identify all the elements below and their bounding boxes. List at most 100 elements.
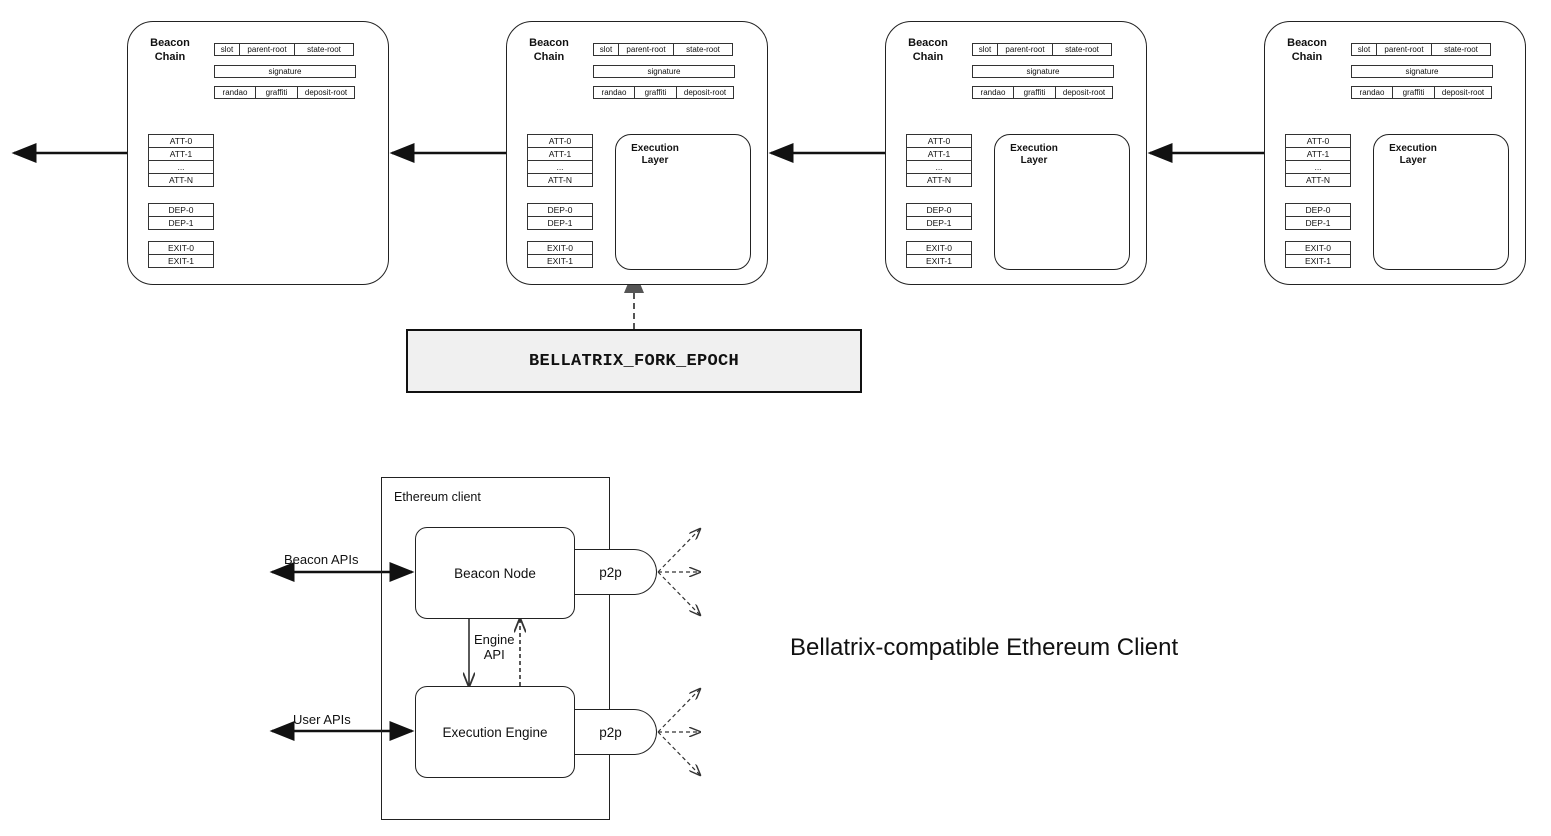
attestation-item: ATT-1 xyxy=(906,147,972,161)
header-row-1: slot parent-root state-root xyxy=(972,43,1112,56)
attestation-item: ATT-0 xyxy=(1285,134,1351,148)
attestation-item: ATT-1 xyxy=(1285,147,1351,161)
caption: Bellatrix-compatible Ethereum Client xyxy=(790,634,1179,661)
header-row-3: randao graffiti deposit-root xyxy=(972,86,1113,99)
exit-item: EXIT-0 xyxy=(527,241,593,255)
attestation-item: ATT-1 xyxy=(527,147,593,161)
header-row-2: signature xyxy=(972,65,1114,78)
field-deposit-root: deposit-root xyxy=(676,86,734,99)
block-title-line1: Beacon xyxy=(529,37,569,49)
attestation-item: ATT-N xyxy=(906,173,972,187)
block-title-line2: Chain xyxy=(912,51,944,63)
deposit-item: DEP-0 xyxy=(148,203,214,217)
execution-engine: Execution Engine xyxy=(415,686,575,778)
attestation-item: ... xyxy=(148,160,214,174)
header-row-2: signature xyxy=(214,65,356,78)
field-parent-root: parent-root xyxy=(618,43,674,56)
execution-layer-line1: Execution xyxy=(631,143,679,154)
exit-item: EXIT-1 xyxy=(527,254,593,268)
field-randao: randao xyxy=(1351,86,1393,99)
field-slot: slot xyxy=(593,43,619,56)
field-graffiti: graffiti xyxy=(1392,86,1435,99)
field-signature: signature xyxy=(214,65,356,78)
deposit-item: DEP-0 xyxy=(1285,203,1351,217)
beacon-block-1: Beacon Chain slot parent-root state-root… xyxy=(506,21,768,285)
attestation-item: ... xyxy=(527,160,593,174)
field-parent-root: parent-root xyxy=(997,43,1053,56)
attestation-item: ATT-N xyxy=(148,173,214,187)
field-parent-root: parent-root xyxy=(239,43,295,56)
engine-api-line1: Engine xyxy=(474,632,515,647)
attestation-item: ATT-1 xyxy=(148,147,214,161)
field-deposit-root: deposit-root xyxy=(297,86,355,99)
deposit-item: DEP-1 xyxy=(148,216,214,230)
bellatrix-fork-epoch-box: BELLATRIX_FORK_EPOCH xyxy=(406,329,862,393)
field-deposit-root: deposit-root xyxy=(1055,86,1113,99)
execution-layer: Execution Layer xyxy=(994,134,1130,270)
fork-label: BELLATRIX_FORK_EPOCH xyxy=(528,351,740,371)
execution-engine-label: Execution Engine xyxy=(442,724,548,740)
attestation-item: ... xyxy=(906,160,972,174)
execution-layer: Execution Layer xyxy=(1373,134,1509,270)
p2p-beacon: p2p xyxy=(575,549,657,595)
field-deposit-root: deposit-root xyxy=(1434,86,1492,99)
deposit-item: DEP-1 xyxy=(906,216,972,230)
field-slot: slot xyxy=(214,43,240,56)
field-signature: signature xyxy=(593,65,735,78)
attestation-item: ... xyxy=(1285,160,1351,174)
execution-layer-line2: Layer xyxy=(641,155,669,166)
field-signature: signature xyxy=(1351,65,1493,78)
exit-item: EXIT-1 xyxy=(1285,254,1351,268)
execution-layer-line1: Execution xyxy=(1010,143,1058,154)
header-row-3: randao graffiti deposit-root xyxy=(1351,86,1492,99)
header-row-3: randao graffiti deposit-root xyxy=(214,86,355,99)
execution-layer: Execution Layer xyxy=(615,134,751,270)
field-randao: randao xyxy=(214,86,256,99)
block-title: Beacon Chain xyxy=(527,36,571,64)
block-title: Beacon Chain xyxy=(1285,36,1329,64)
attestation-item: ATT-0 xyxy=(906,134,972,148)
exit-item: EXIT-1 xyxy=(148,254,214,268)
field-state-root: state-root xyxy=(1431,43,1491,56)
field-graffiti: graffiti xyxy=(255,86,298,99)
exit-item: EXIT-1 xyxy=(906,254,972,268)
field-parent-root: parent-root xyxy=(1376,43,1432,56)
p2p-top-fan xyxy=(657,529,700,615)
block-title-line1: Beacon xyxy=(908,37,948,49)
p2p-bottom-fan xyxy=(657,689,700,775)
field-slot: slot xyxy=(972,43,998,56)
block-title-line2: Chain xyxy=(533,51,565,63)
field-state-root: state-root xyxy=(294,43,354,56)
field-graffiti: graffiti xyxy=(634,86,677,99)
field-state-root: state-root xyxy=(1052,43,1112,56)
field-slot: slot xyxy=(1351,43,1377,56)
deposit-item: DEP-1 xyxy=(1285,216,1351,230)
deposit-item: DEP-1 xyxy=(527,216,593,230)
field-randao: randao xyxy=(593,86,635,99)
field-randao: randao xyxy=(972,86,1014,99)
block-title-line1: Beacon xyxy=(150,37,190,49)
header-row-1: slot parent-root state-root xyxy=(1351,43,1491,56)
execution-layer-line1: Execution xyxy=(1389,143,1437,154)
attestation-item: ATT-0 xyxy=(148,134,214,148)
ethereum-client-title: Ethereum client xyxy=(394,490,481,504)
attestation-item: ATT-N xyxy=(1285,173,1351,187)
header-row-2: signature xyxy=(1351,65,1493,78)
header-row-2: signature xyxy=(593,65,735,78)
beacon-node: Beacon Node xyxy=(415,527,575,619)
execution-layer-line2: Layer xyxy=(1399,155,1427,166)
block-title-line1: Beacon xyxy=(1287,37,1327,49)
header-row-1: slot parent-root state-root xyxy=(593,43,733,56)
